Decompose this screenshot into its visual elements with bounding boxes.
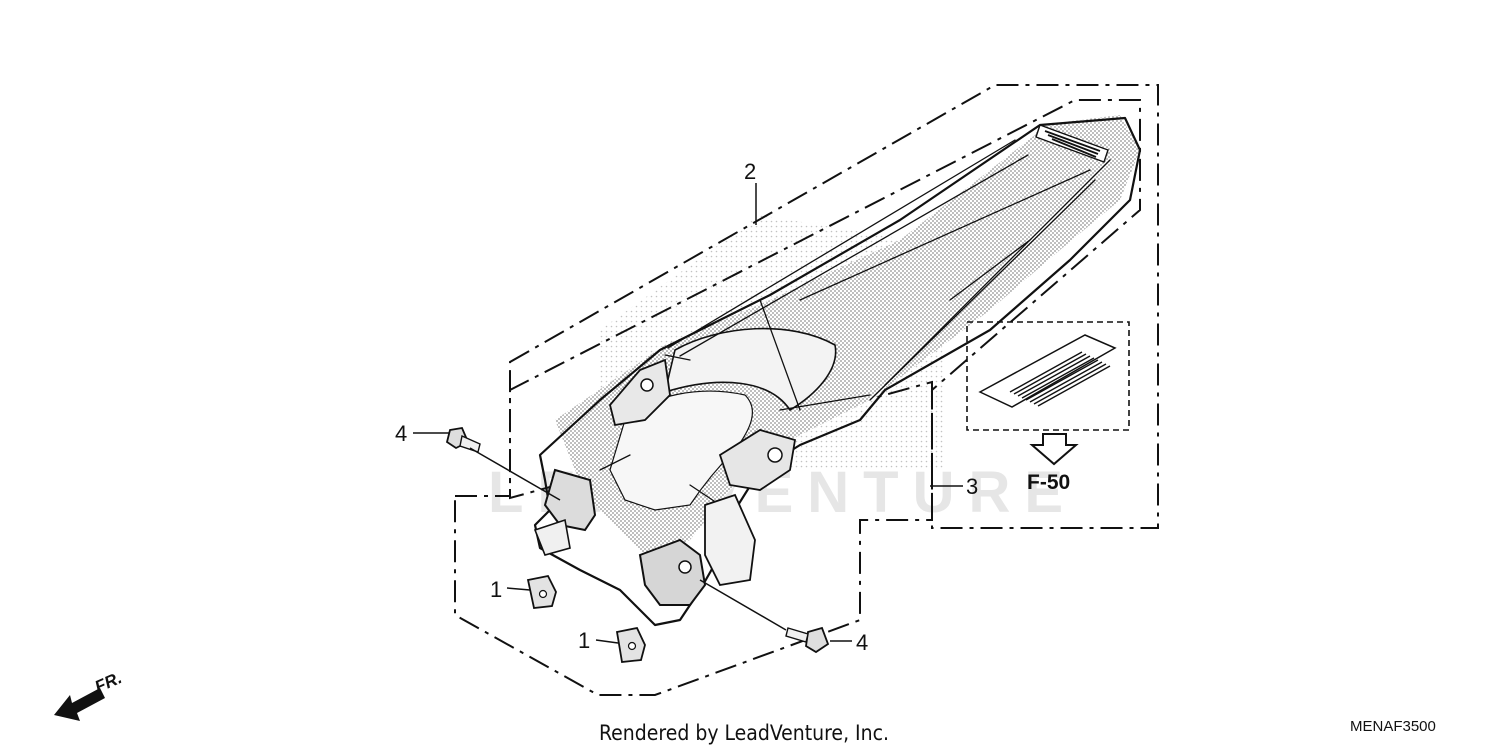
fender-ridge-10 (599, 454, 631, 471)
down-arrow-icon (1029, 433, 1079, 466)
callout-1b: 1 (578, 628, 590, 653)
fender-ridge-3 (799, 169, 1091, 301)
callout-4a: 4 (395, 421, 407, 446)
right-upper-clip (718, 429, 797, 491)
clip-nut-1a (526, 574, 557, 609)
callout-4b: 4 (856, 630, 868, 655)
assembly-outline-3 (454, 99, 1141, 696)
front-arrow-icon (54, 688, 105, 721)
front-direction-label: FR. (92, 668, 125, 696)
rear-fender (533, 115, 1142, 627)
diagram-code: MENAF3500 (1350, 718, 1436, 735)
callout-3: 3 (966, 474, 978, 499)
fender-inner-panel (609, 390, 754, 511)
sticker-barcode (1009, 351, 1111, 407)
left-mount-lower (533, 518, 571, 556)
callout-1a: 1 (490, 577, 502, 602)
right-bracket-hole (678, 560, 692, 574)
left-clip-hole (640, 378, 654, 392)
fender-ridge-9 (779, 394, 871, 411)
fender-ridge-1 (667, 139, 1016, 349)
fender-ridge-5 (884, 159, 1111, 386)
front-direction-indicator: FR. (54, 668, 125, 721)
right-mount-bracket (638, 538, 707, 606)
rendered-by-credit: Rendered by LeadVenture, Inc. (599, 721, 889, 745)
bolt-4a (445, 426, 481, 453)
fender-ridge-2 (679, 154, 1029, 357)
right-clip-hole (767, 447, 783, 463)
right-side-cover (704, 493, 756, 586)
left-mount-bracket (543, 468, 597, 532)
fender-ridge-6 (949, 239, 1031, 301)
fender-outline (533, 116, 1142, 627)
left-upper-clip (609, 358, 671, 427)
sticker-dashed-box (966, 321, 1130, 431)
leader-lines (413, 183, 963, 644)
fender-ridge-7 (759, 299, 801, 411)
fender-ridge-8 (664, 354, 691, 361)
bolt-4b (785, 626, 830, 654)
label-sticker-reference: F-50 (966, 321, 1130, 494)
clip-nut-1b (615, 626, 646, 663)
fender-decal-lines (1044, 130, 1101, 158)
callout-2: 2 (744, 159, 756, 184)
reference-f50: F-50 (1027, 471, 1070, 494)
